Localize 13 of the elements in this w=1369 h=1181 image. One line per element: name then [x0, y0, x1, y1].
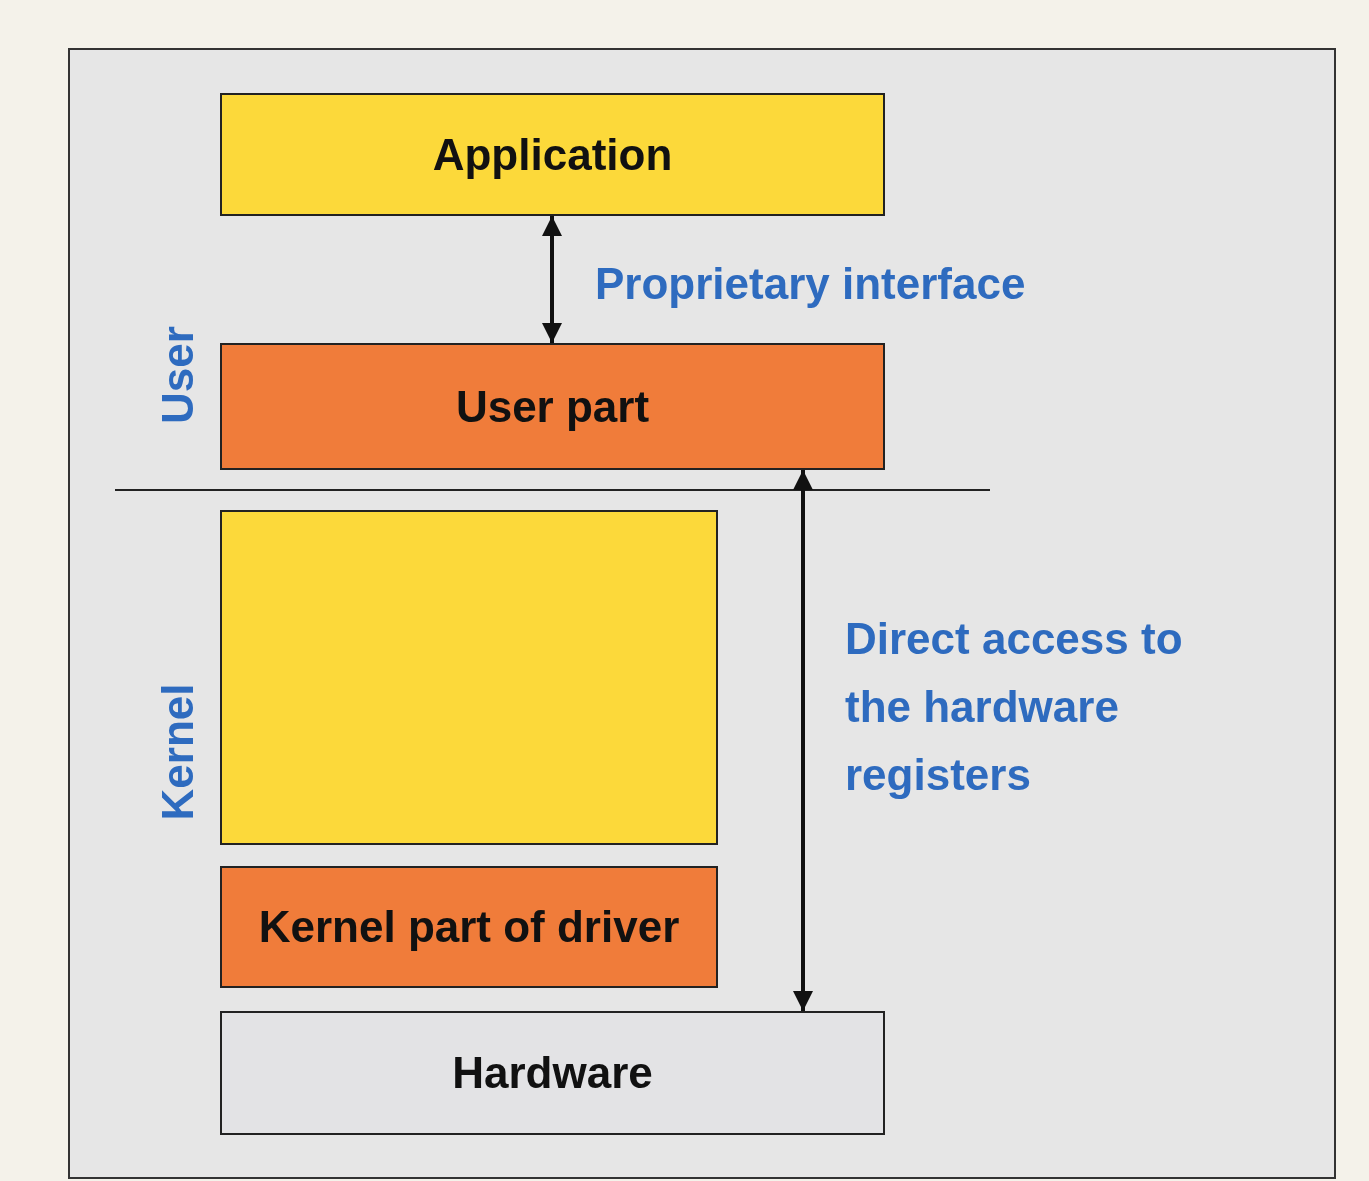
double-arrow — [793, 470, 813, 1011]
region-label: User — [153, 326, 203, 424]
layer-box — [220, 866, 718, 988]
layer-label: Kernel part of driver — [258, 902, 680, 952]
layer-label: Hardware — [452, 1048, 653, 1098]
layer-box — [220, 93, 885, 216]
layer-box — [220, 510, 718, 845]
layer-box — [220, 343, 885, 470]
layer-label: User part — [455, 381, 650, 432]
layer-label: Application — [432, 129, 673, 180]
region-label: Kernel — [153, 683, 203, 821]
double-arrow — [542, 216, 562, 343]
layer-box — [220, 1011, 885, 1135]
